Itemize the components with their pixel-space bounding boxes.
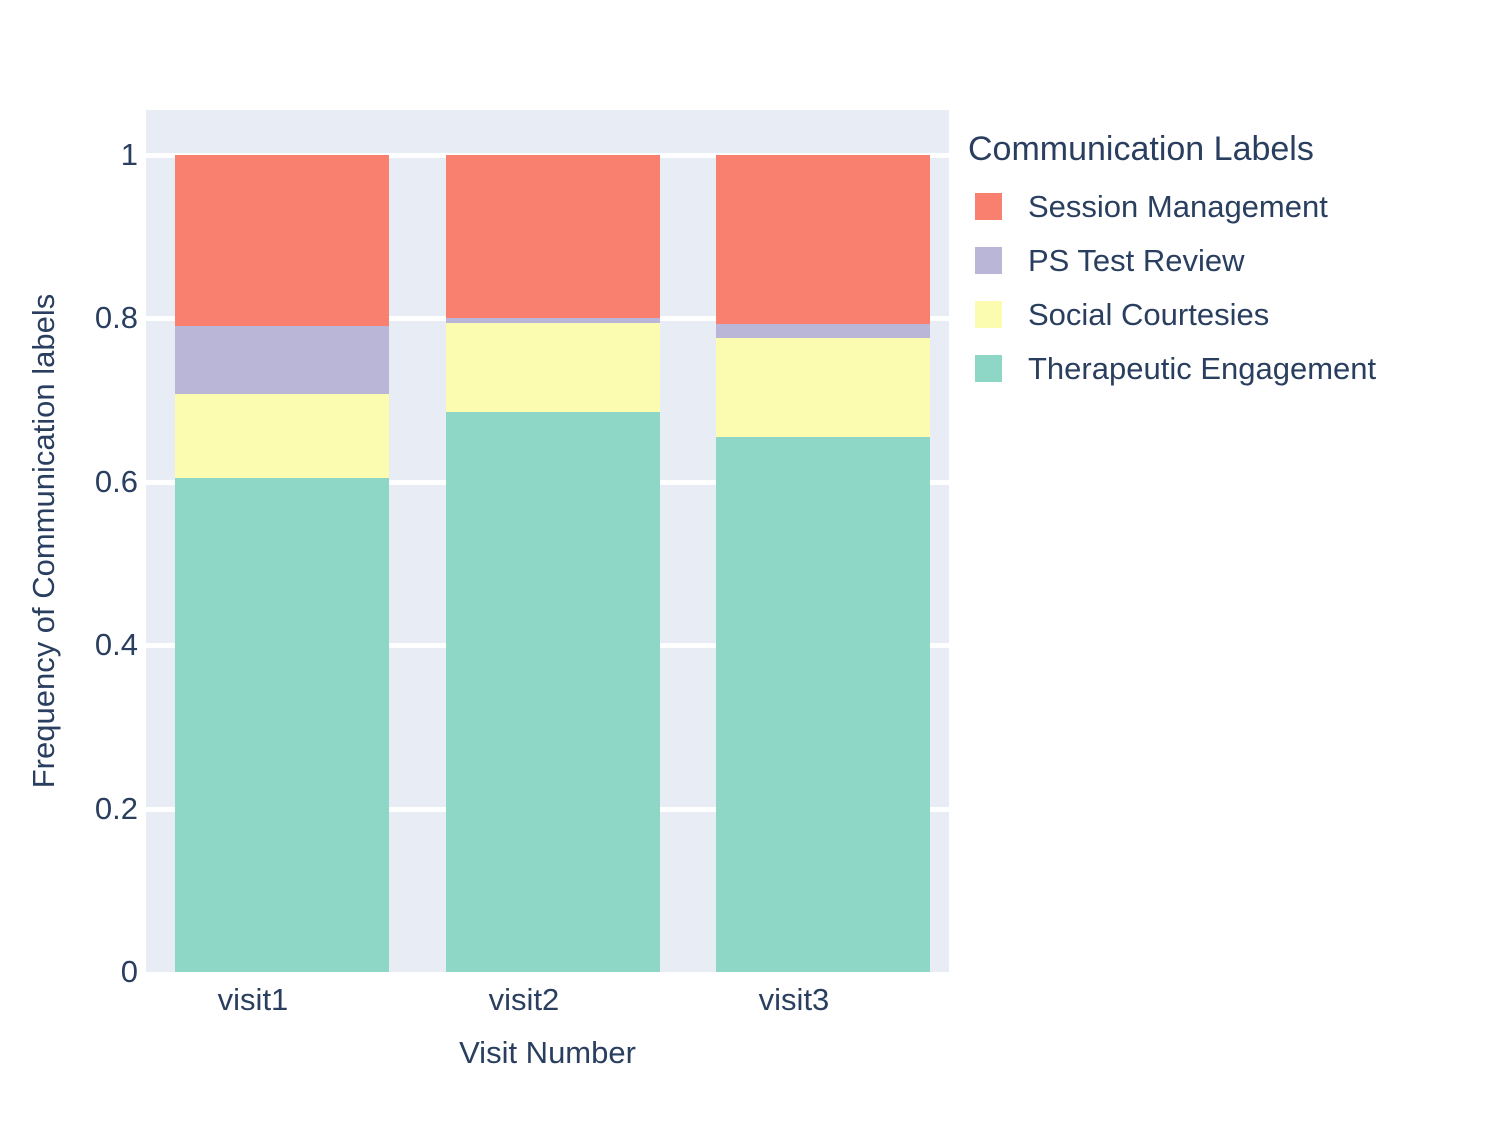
bar-group-visit1[interactable] [175, 155, 389, 972]
bar-group-visit3[interactable] [716, 155, 930, 972]
y-tick-label-0-8: 0.8 [94, 300, 138, 335]
legend: Communication Labels Session Management … [968, 130, 1488, 395]
legend-label-social-courtesies: Social Courtesies [1028, 296, 1270, 332]
legend-swatch-icon-therapeutic-engagement [975, 354, 1002, 382]
bar-group-visit2[interactable] [446, 155, 660, 972]
plot-area [146, 110, 949, 972]
y-tick-label-0-2: 0.2 [94, 791, 138, 826]
legend-item-social-courtesies[interactable]: Social Courtesies [968, 287, 1488, 341]
bar-segment-ps-test-review-visit2[interactable] [446, 318, 660, 324]
bar-segment-session-management-visit1[interactable] [175, 155, 389, 326]
x-axis-title: Visit Number [459, 1035, 636, 1070]
bar-segment-session-management-visit2[interactable] [446, 155, 660, 319]
bar-segment-therapeutic-engagement-visit3[interactable] [716, 436, 930, 972]
bar-series-container [146, 110, 949, 972]
legend-swatch-icon-ps-test-review [975, 246, 1002, 274]
x-tick-label-visit3: visit3 [758, 982, 830, 1017]
legend-item-session-management[interactable]: Session Management [968, 179, 1488, 233]
legend-label-ps-test-review: PS Test Review [1028, 242, 1245, 278]
legend-title: Communication Labels [968, 130, 1314, 168]
bar-segment-social-courtesies-visit3[interactable] [716, 338, 930, 437]
legend-swatch-icon-session-management [975, 192, 1002, 220]
bar-segment-therapeutic-engagement-visit2[interactable] [446, 412, 660, 972]
bar-segment-social-courtesies-visit1[interactable] [175, 394, 389, 478]
legend-swatch-icon-social-courtesies [975, 300, 1002, 328]
bar-segment-session-management-visit3[interactable] [716, 155, 930, 325]
y-tick-label-0-4: 0.4 [94, 627, 138, 662]
y-tick-label-1: 1 [120, 137, 138, 172]
x-tick-label-visit2: visit2 [488, 982, 560, 1017]
legend-label-session-management: Session Management [1028, 188, 1328, 224]
y-tick-label-0: 0 [120, 954, 138, 989]
bar-segment-social-courtesies-visit2[interactable] [446, 323, 660, 413]
bar-segment-ps-test-review-visit3[interactable] [716, 324, 930, 339]
legend-item-ps-test-review[interactable]: PS Test Review [968, 233, 1488, 287]
legend-label-therapeutic-engagement: Therapeutic Engagement [1028, 350, 1377, 386]
legend-item-therapeutic-engagement[interactable]: Therapeutic Engagement [968, 341, 1488, 395]
x-tick-label-visit1: visit1 [217, 982, 289, 1017]
bar-segment-ps-test-review-visit1[interactable] [175, 325, 389, 395]
bar-segment-therapeutic-engagement-visit1[interactable] [175, 477, 389, 972]
y-tick-label-0-6: 0.6 [94, 464, 138, 499]
y-axis-title: Frequency of Communication labels [26, 293, 61, 789]
